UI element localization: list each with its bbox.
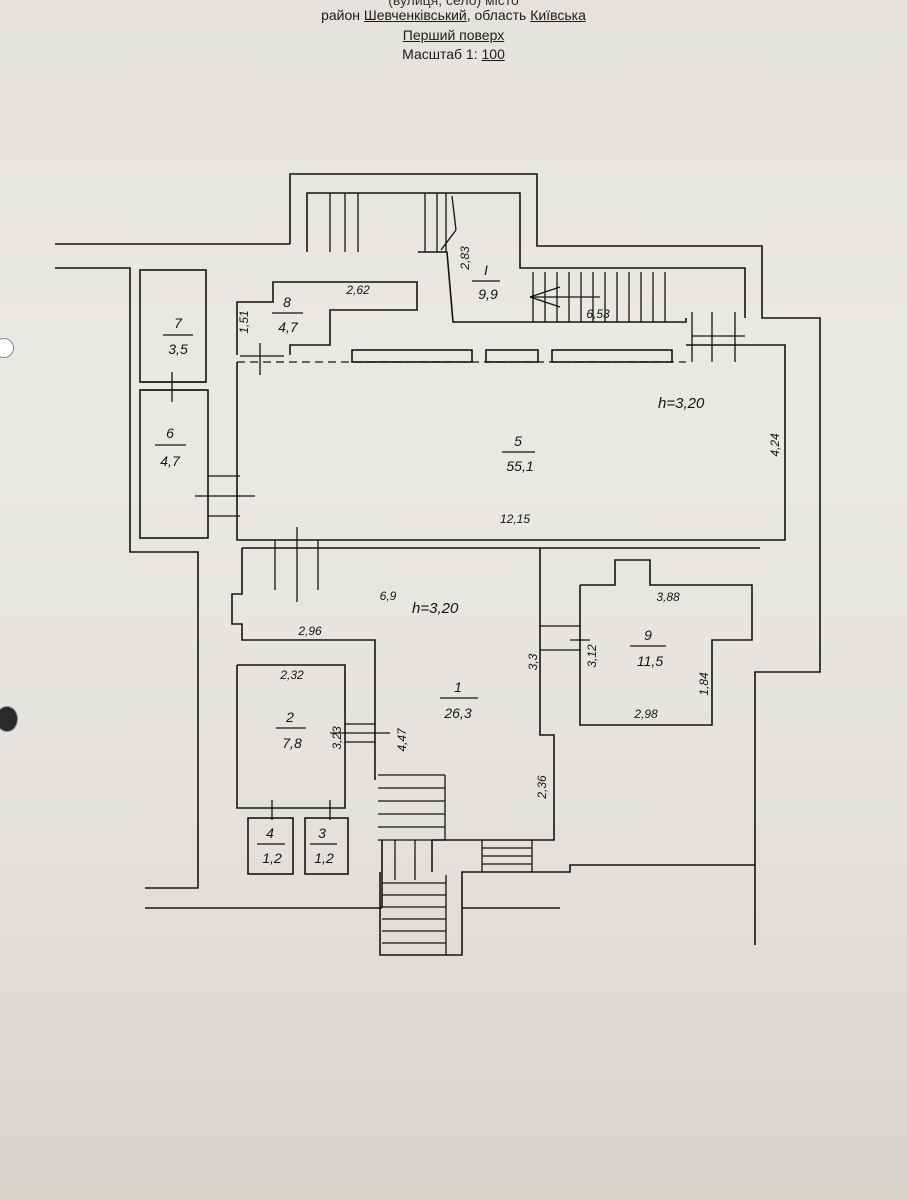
dimension-labels: 2,83 6,53 2,62 1,51 12,15 4,24 6,9 2,96 … <box>237 246 782 800</box>
dim-2-62: 2,62 <box>345 283 370 297</box>
binder-hole-bottom <box>0 706 18 732</box>
dim-3-23: 3,23 <box>330 726 344 750</box>
dim-12-15: 12,15 <box>500 512 530 526</box>
room-num-I: I <box>484 262 488 278</box>
room-num-9: 9 <box>644 627 652 643</box>
walls <box>55 173 821 956</box>
ceiling-heights: h=3,20 h=3,20 <box>412 395 705 617</box>
room-area-1: 26,3 <box>443 705 471 721</box>
dim-2-36: 2,36 <box>535 775 549 800</box>
binder-hole-top <box>0 338 14 358</box>
header-region-line: район Шевченківський, область Київська <box>0 6 907 24</box>
dim-2-83: 2,83 <box>458 246 472 271</box>
height-label-1: h=3,20 <box>412 600 459 617</box>
dim-3-88: 3,88 <box>656 590 680 604</box>
header-line1: (вулиця, село) місто <box>388 0 519 8</box>
room-num-8: 8 <box>283 294 291 310</box>
header-district-prefix: район <box>321 7 364 23</box>
header-region: Київська <box>530 7 586 23</box>
header-address-line: (вулиця, село) місто <box>0 0 907 9</box>
header-floor: Перший поверх <box>402 27 505 43</box>
room-num-7: 7 <box>174 315 183 331</box>
header-scale: Масштаб 1: 100 <box>0 45 907 63</box>
dim-2-96: 2,96 <box>297 624 322 638</box>
room-area-7: 3,5 <box>168 341 188 357</box>
dim-4-47: 4,47 <box>395 727 409 752</box>
dim-3-12: 3,12 <box>585 644 599 668</box>
room-area-I: 9,9 <box>478 286 498 302</box>
dim-1-84: 1,84 <box>697 672 711 696</box>
room-num-5: 5 <box>514 433 522 449</box>
header-district: Шевченківський <box>363 7 467 23</box>
room-area-4: 1,2 <box>262 850 282 866</box>
dim-6-53: 6,53 <box>586 307 610 321</box>
room-num-3: 3 <box>318 825 326 841</box>
stairs-and-openings <box>142 193 745 955</box>
room-area-3: 1,2 <box>314 850 334 866</box>
dim-1-51: 1,51 <box>237 310 251 333</box>
dim-6-9: 6,9 <box>380 589 397 603</box>
room-area-8: 4,7 <box>278 319 299 335</box>
dim-3-3: 3,3 <box>526 653 540 670</box>
height-label-5: h=3,20 <box>658 395 705 412</box>
room-area-2: 7,8 <box>282 735 302 751</box>
dim-2-32: 2,32 <box>279 668 304 682</box>
room-num-2: 2 <box>285 709 294 725</box>
room-area-6: 4,7 <box>160 453 181 469</box>
room-area-9: 11,5 <box>637 653 663 669</box>
dim-2-98: 2,98 <box>633 707 658 721</box>
header-region-prefix: , область <box>466 7 531 23</box>
header-scale-value: 100 <box>481 46 505 62</box>
room-num-6: 6 <box>166 425 174 441</box>
header-scale-label: Масштаб 1: <box>402 46 482 62</box>
room-num-1: 1 <box>454 679 462 695</box>
room-labels: I 9,9 8 4,7 7 3,5 6 4,7 5 55,1 1 26,3 2 … <box>155 262 666 866</box>
dim-4-24: 4,24 <box>768 433 782 457</box>
room-num-4: 4 <box>266 825 274 841</box>
room-area-5: 55,1 <box>506 458 533 474</box>
